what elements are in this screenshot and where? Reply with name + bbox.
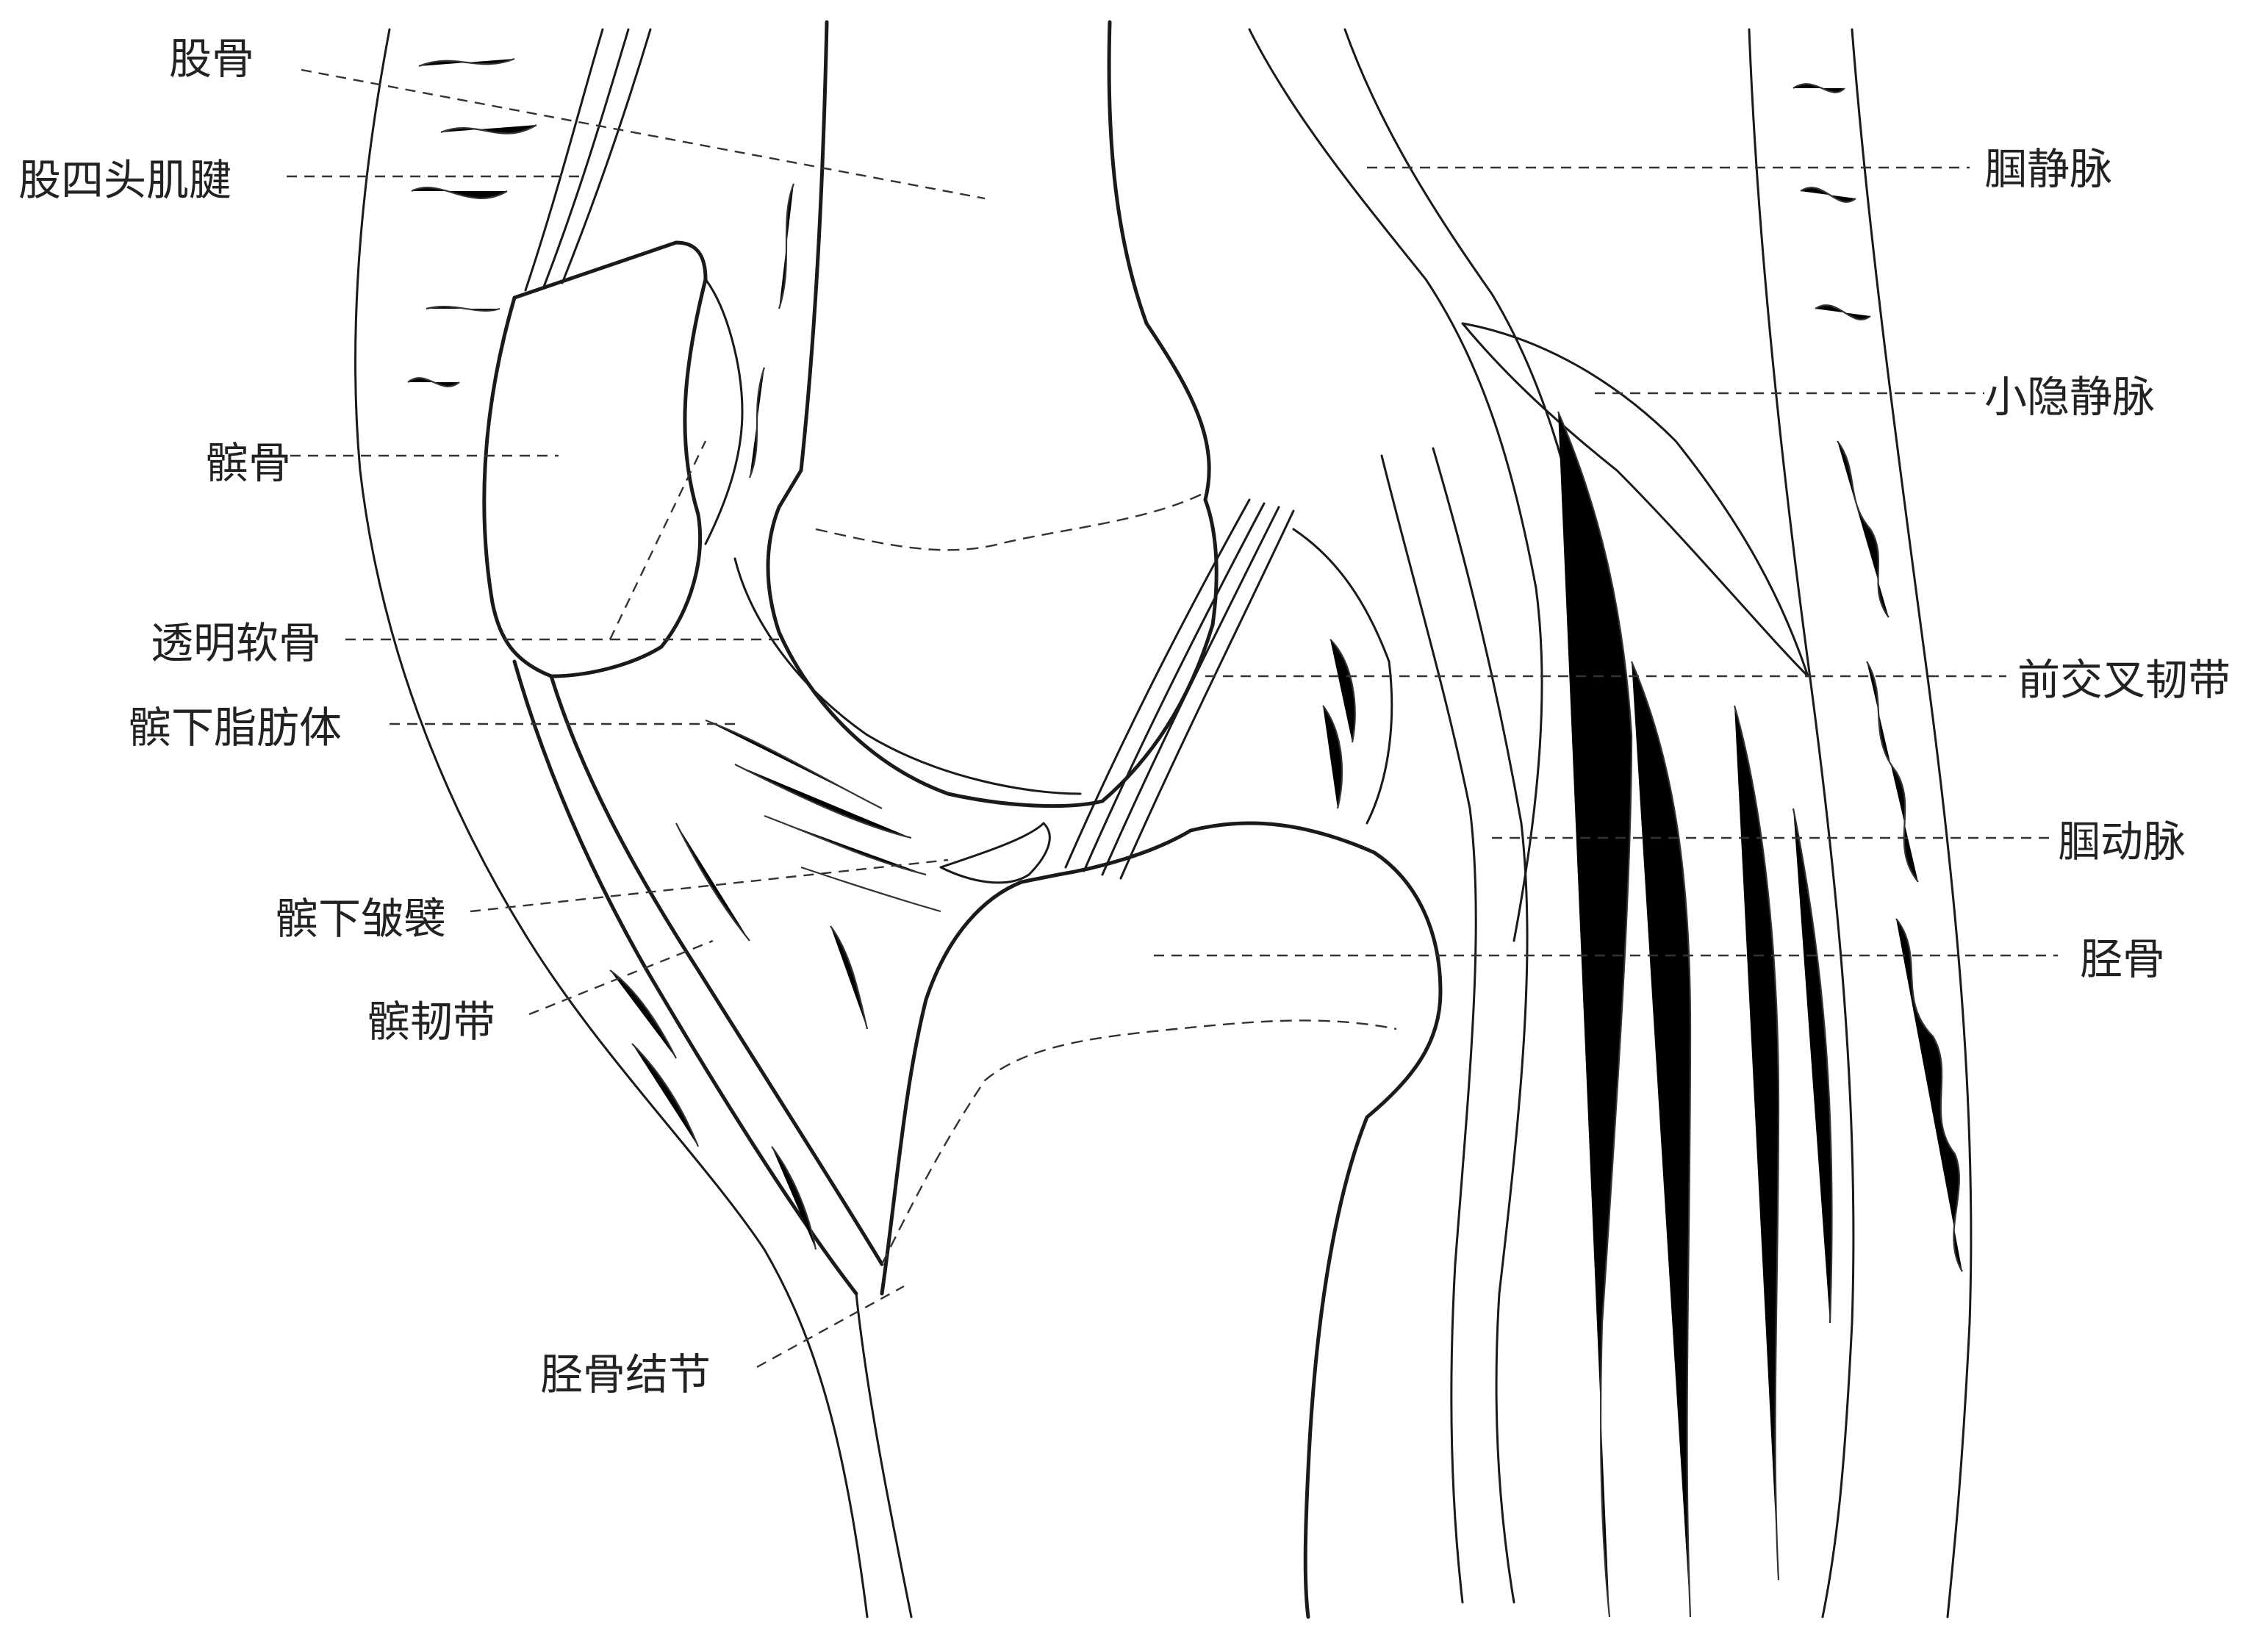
label-tibial-tuberosity: 胫骨结节 (540, 1349, 711, 1399)
label-small-saphenous-vein: 小隐静脉 (1984, 372, 2155, 422)
patellar-ligament-line (514, 661, 856, 1294)
fat-pad-mark (735, 764, 911, 838)
calf-muscle-line (1734, 706, 1779, 1580)
soft-tissue-mark (1801, 187, 1856, 202)
patella-articular-surface (706, 279, 742, 544)
patellar-ligament-line (551, 676, 882, 1264)
fat-pad-mark (764, 816, 926, 875)
calf-muscle-line (1632, 661, 1690, 1617)
quadriceps-tendon-line (525, 29, 603, 290)
soft-tissue-mark (441, 125, 537, 134)
femur-posterior-cortex (1109, 22, 1209, 500)
anterior-meniscus (941, 823, 1049, 883)
popliteal-artery (1433, 448, 1527, 1602)
label-tibia: 胫骨 (2080, 934, 2165, 984)
soft-tissue-mark (412, 187, 507, 198)
label-acl: 前交叉韧带 (2017, 655, 2231, 705)
label-quadriceps-tendon: 股四头肌腱 (18, 155, 232, 205)
soft-tissue-mark (1896, 919, 1962, 1272)
soft-tissue-mark (419, 59, 514, 66)
soft-tissue-mark (1867, 661, 1918, 882)
soft-tissue-mark (1837, 441, 1889, 617)
posterior-skin-outline (1852, 29, 1971, 1617)
label-infrapatellar-fat-pad: 髌下脂肪体 (129, 703, 342, 753)
leader-tibial-tuberosity (757, 1286, 904, 1367)
label-hyaline-cartilage: 透明软骨 (151, 618, 321, 668)
soft-tissue-mark (1793, 84, 1845, 93)
soft-tissue-mark (1815, 305, 1870, 320)
quadriceps-tendon-line (562, 29, 650, 283)
posterior-capsule-mark (1323, 706, 1342, 808)
leader-patellar-ligament (529, 941, 713, 1014)
patella-outline (484, 243, 706, 676)
leader-femur (301, 70, 985, 198)
acl-fiber (1102, 507, 1279, 875)
soft-tissue-mark (426, 306, 500, 311)
acl-fiber (1066, 500, 1249, 867)
calf-muscle-line (1558, 412, 1632, 1617)
small-saphenous-vein (1463, 323, 1808, 676)
fat-pad-mark (830, 926, 867, 1029)
quadriceps-tendon-line (544, 29, 628, 287)
leader-infrapatellar-fold (470, 860, 948, 911)
femur-inner-line (779, 184, 794, 309)
soft-tissue-mark (772, 1147, 816, 1249)
tibia-outline (882, 823, 1440, 1617)
popliteal-vein (1249, 29, 1542, 941)
calf-muscle-line (1793, 808, 1832, 1323)
tibia-physeal-line (882, 1020, 1396, 1264)
label-infrapatellar-fold: 髌下皱襞 (276, 894, 446, 944)
label-popliteal-vein: 腘静脉 (1984, 144, 2112, 194)
leader-hyaline-cartilage-diag (610, 441, 706, 639)
acl-fiber (1084, 503, 1264, 871)
soft-tissue-mark (408, 378, 459, 387)
label-femur: 股骨 (169, 34, 254, 84)
femur-physeal-line (816, 492, 1205, 550)
label-patella: 髌骨 (206, 438, 291, 488)
posterior-skin-outline (1749, 29, 1853, 1617)
label-popliteal-artery: 腘动脉 (2058, 817, 2186, 867)
fat-pad-mark (706, 720, 882, 808)
popliteal-vein (1345, 29, 1587, 588)
femur-inner-line (750, 367, 764, 478)
soft-tissue-mark (610, 970, 676, 1058)
label-patellar-ligament: 髌韧带 (367, 997, 495, 1047)
tibia-anterior-cortex (856, 1294, 911, 1617)
